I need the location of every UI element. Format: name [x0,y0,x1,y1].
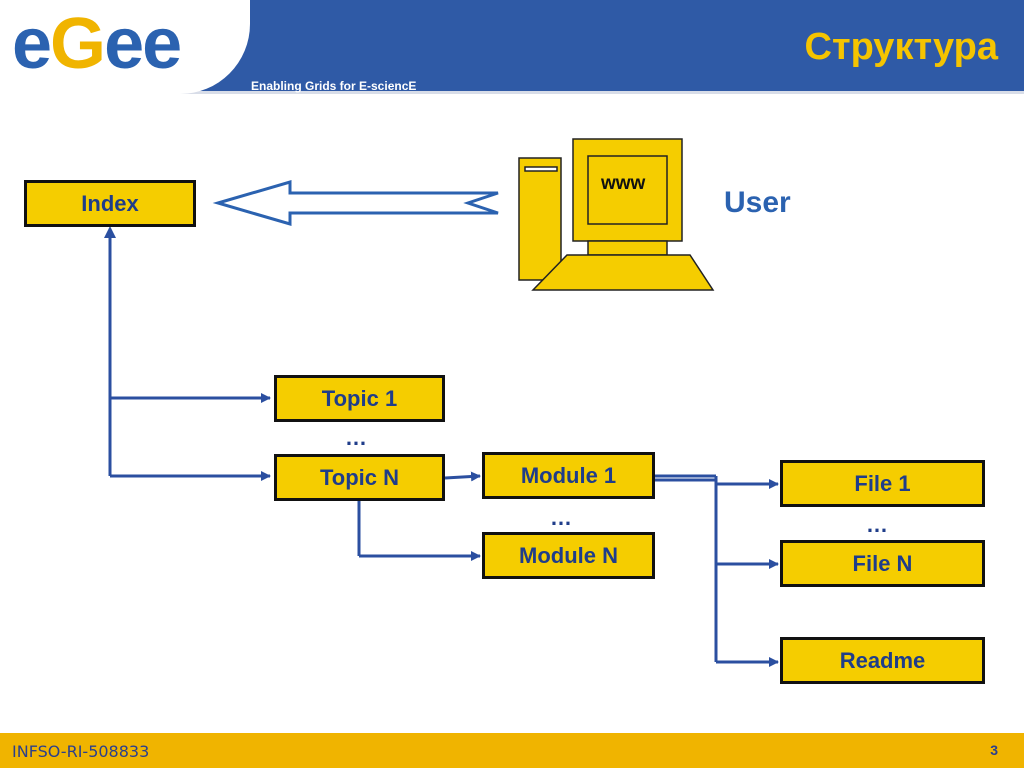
user-to-index-arrow [212,180,499,226]
page-number: 3 [990,742,998,758]
module-ellipsis: … [550,505,572,530]
logo-g: G [50,4,106,84]
computer-icon: www [518,138,715,291]
index-arrowhead [104,226,116,238]
module-to-files-connector [655,474,779,667]
module-1-box: Module 1 [482,452,655,499]
slide-header: eGee Enabling Grids for E-sciencE Структ… [0,0,1024,94]
logo-panel: eGee [0,0,250,94]
tower-body [518,157,562,281]
file-1-box: File 1 [780,460,985,507]
tower-drive-slot [524,166,558,172]
file-n-box: File N [780,540,985,587]
keyboard [531,254,715,291]
screen-text: www [600,173,646,194]
logo-suffix: ee [104,4,182,84]
slide-title: Структура [804,26,998,68]
monitor-stand [587,240,668,256]
file-ellipsis: … [866,512,888,537]
topic-1-box: Topic 1 [274,375,445,422]
topic-ellipsis: … [345,425,367,450]
slide-footer: INFSO-RI-508833 3 [0,733,1024,768]
header-underline [0,91,1024,94]
module-n-box: Module N [482,532,655,579]
topic-to-modules-connector [357,471,481,561]
egee-logo: eGee [12,4,182,84]
project-id: INFSO-RI-508833 [12,742,150,761]
readme-box: Readme [780,637,985,684]
index-to-topics-connector [108,231,271,481]
logo-prefix: e [12,4,52,84]
index-box: Index [24,180,196,227]
monitor-screen [587,155,668,225]
user-label: User [724,186,791,219]
tagline: Enabling Grids for E-sciencE [251,79,417,93]
topic-n-box: Topic N [274,454,445,501]
